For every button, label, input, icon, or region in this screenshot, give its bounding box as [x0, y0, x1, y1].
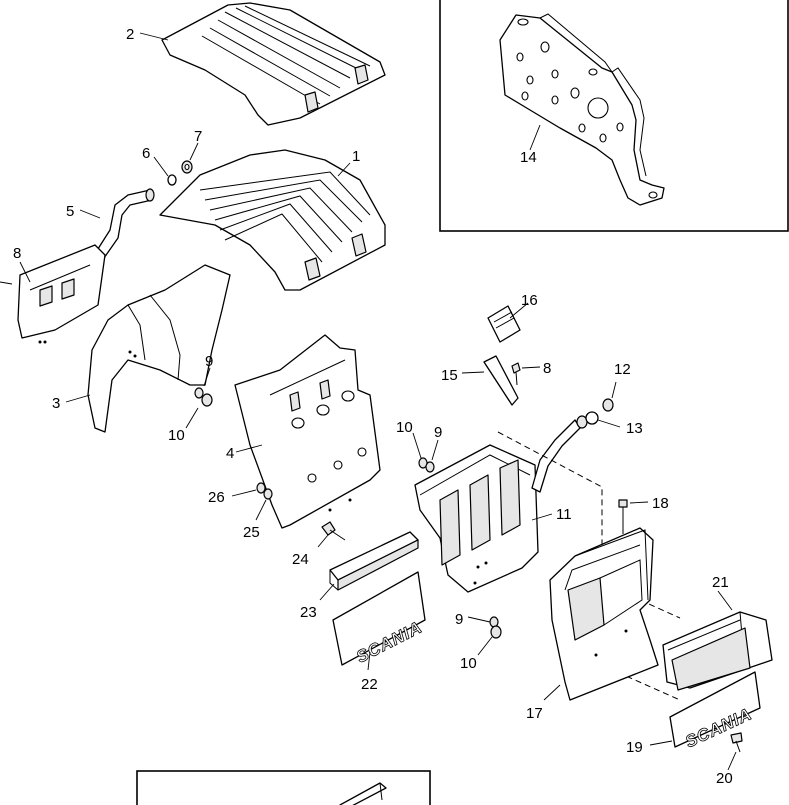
label-14: 14: [520, 149, 537, 166]
label-19: 19: [626, 739, 643, 756]
part-5-tube-stay: [95, 188, 155, 259]
part-17-lamp-housing: [549, 527, 659, 701]
label-15: 15: [441, 367, 458, 384]
part-1-mudguard: [159, 149, 386, 291]
label-10-mid: 10: [396, 419, 413, 436]
part-2-upper-cover: [161, 2, 386, 126]
label-11: 11: [556, 506, 572, 523]
label-21: 21: [712, 574, 729, 591]
label-7: 7: [194, 128, 202, 145]
part-23-rail: [329, 531, 419, 591]
part-14-bracket: [499, 13, 665, 206]
label-13: 13: [626, 420, 643, 437]
part-9-10-nut-mid: [418, 457, 435, 473]
alignment-lines: [497, 431, 681, 701]
part-8-bracket: [0, 244, 106, 344]
part-4-mudflap-panel: [234, 334, 381, 529]
label-2: 2: [126, 26, 134, 43]
inset-box-bracket: [439, 0, 789, 232]
label-4: 4: [226, 445, 234, 462]
label-9-left: 9: [205, 353, 213, 370]
part-21-lamp: [662, 611, 773, 691]
part-9-10-nut-upper: [194, 387, 213, 407]
label-8-right: 8: [543, 360, 551, 377]
label-9-mid: 9: [434, 424, 442, 441]
label-1: 1: [352, 148, 360, 165]
label-6: 6: [142, 145, 150, 162]
part-25-26-fasteners: [256, 482, 273, 500]
label-3: 3: [52, 395, 60, 412]
part-11-bracket: [414, 444, 539, 593]
part-12-nut: [602, 398, 614, 412]
label-10-lower: 10: [460, 655, 477, 672]
leader-lines: [19, 32, 737, 771]
label-17: 17: [526, 705, 543, 722]
part-24-bolt: [321, 521, 346, 541]
label-23: 23: [300, 604, 317, 621]
part-15-holder: [483, 355, 519, 406]
part-9-10-nut-lower: [489, 616, 502, 639]
part-labels: 1 2 3 4 5 6 7 8 8 9 9 9 10 10 10 11 12 1…: [13, 26, 733, 787]
part-7-nut: [181, 160, 193, 174]
label-10-left: 10: [168, 427, 185, 444]
part-13-tube: [531, 411, 599, 493]
label-25: 25: [243, 524, 260, 541]
part-22-mudflap-scania: SCANIA: [332, 571, 426, 667]
part-20-screw: [730, 732, 743, 753]
label-24: 24: [292, 551, 309, 568]
label-20: 20: [716, 770, 733, 787]
label-26: 26: [208, 489, 225, 506]
label-22: 22: [361, 676, 378, 693]
label-8-left: 8: [13, 245, 21, 262]
part-3-splash-guard: [87, 264, 231, 433]
label-18: 18: [652, 495, 669, 512]
label-5: 5: [66, 203, 74, 220]
part-18-bolt: [618, 499, 628, 534]
inset-box-bottom: [136, 770, 431, 805]
part-bottom-inset-partial: [339, 782, 387, 805]
label-16: 16: [521, 292, 538, 309]
label-12: 12: [614, 361, 631, 378]
part-16-clip: [487, 305, 521, 343]
label-9-lower: 9: [455, 611, 463, 628]
part-6-washer: [167, 174, 177, 186]
part-8-bolt-right: [511, 362, 521, 386]
